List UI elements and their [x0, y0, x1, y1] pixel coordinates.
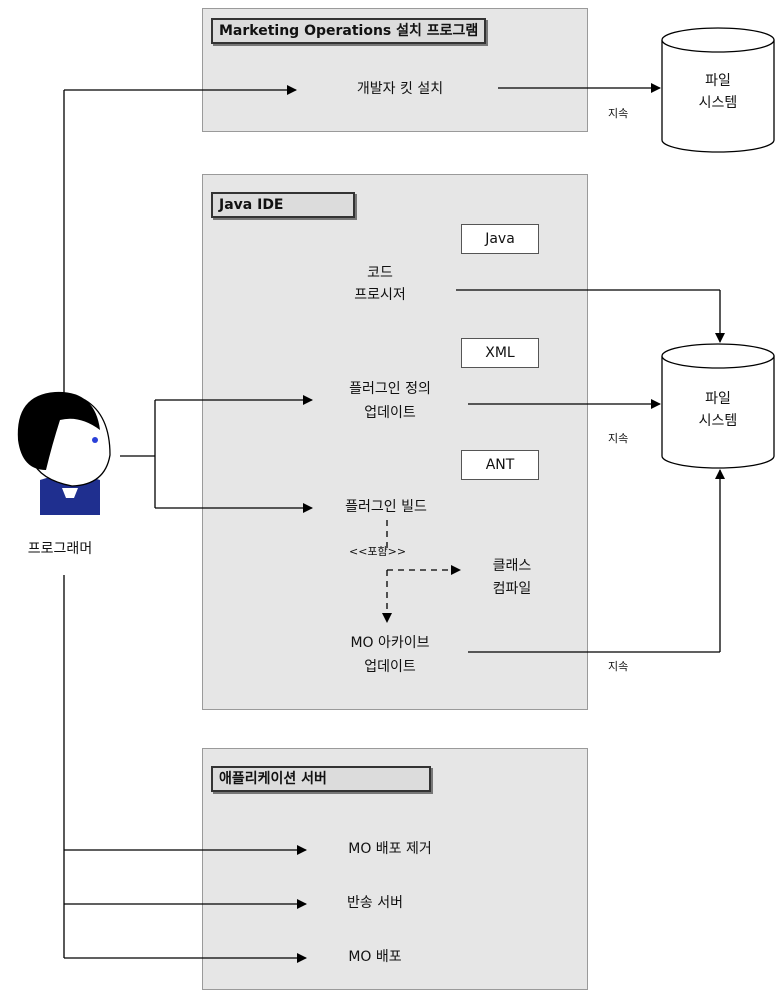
persist-label-bottom: 지속: [608, 660, 629, 673]
mo-archive-line1: MO 아카이브: [350, 635, 430, 651]
mo-undeploy: MO 배포 제거: [348, 841, 432, 857]
plugin-build: 플러그인 빌드: [345, 499, 427, 515]
programmer-figure: [17, 391, 111, 515]
installer-title: Marketing Operations 설치 프로그램: [211, 18, 487, 44]
java-badge: Java: [461, 224, 539, 254]
fs-top-line2: 시스템: [698, 95, 738, 111]
fs-top-line1: 파일: [705, 73, 731, 89]
filesystem-cylinder-top: [661, 27, 775, 153]
java-ide-title: Java IDE: [211, 192, 355, 218]
code-line2: 프로시저: [354, 287, 406, 303]
fs-mid-line2: 시스템: [698, 413, 738, 429]
mo-archive-line2: 업데이트: [364, 659, 416, 675]
java-ide-panel: [202, 174, 588, 710]
class-compile-line1: 클래스: [492, 558, 532, 574]
app-server-title: 애플리케이션 서버: [211, 766, 431, 792]
persist-label-middle: 지속: [608, 432, 629, 445]
install-devkit: 개발자 킷 설치: [356, 81, 444, 97]
filesystem-cylinder-middle: [661, 343, 775, 469]
plugin-def-line2: 업데이트: [364, 405, 416, 421]
programmer-label: 프로그래머: [27, 541, 93, 557]
mo-deploy: MO 배포: [348, 949, 402, 965]
include-label: <<포함>>: [349, 545, 407, 558]
code-line1: 코드: [367, 265, 393, 281]
persist-label-top: 지속: [608, 107, 629, 120]
class-compile-line2: 컴파일: [492, 581, 532, 597]
ant-badge: ANT: [461, 450, 539, 480]
xml-badge: XML: [461, 338, 539, 368]
plugin-def-line1: 플러그인 정의: [349, 381, 431, 397]
fs-mid-line1: 파일: [705, 391, 731, 407]
bounce-server: 반송 서버: [347, 895, 403, 911]
